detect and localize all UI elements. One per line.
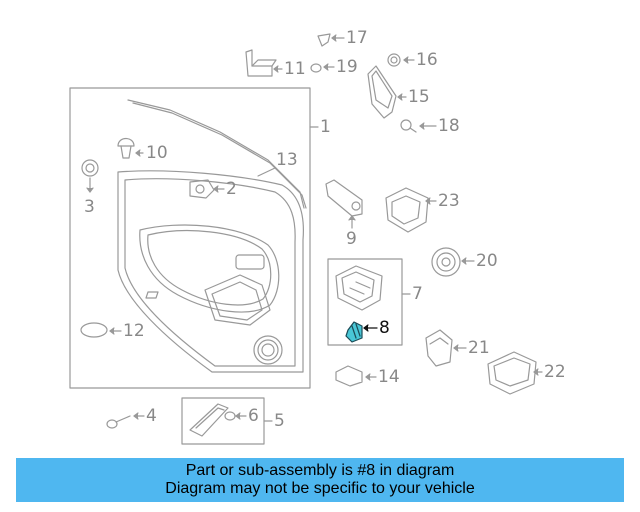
door-panel-frame: [69, 87, 319, 389]
part-label-19: 19: [336, 57, 358, 77]
banner-line-part: Part or sub-assembly is #8 in diagram: [185, 462, 455, 479]
part-label-17: 17: [346, 28, 368, 48]
bracket-part-2: [189, 179, 225, 199]
part-label-21: 21: [468, 338, 490, 358]
info-banner: Part or sub-assembly is #8 in diagram Di…: [16, 458, 624, 502]
part-label-15: 15: [408, 87, 430, 107]
part-label-3: 3: [84, 197, 95, 217]
banner-line-disclaimer: Diagram may not be specific to your vehi…: [165, 480, 475, 497]
diagram-drawing: [69, 33, 543, 445]
highlight-part-8: [345, 321, 378, 343]
part-label-1: 1: [320, 117, 331, 137]
switch-part-23: [385, 187, 437, 233]
part-label-5: 5: [274, 411, 285, 431]
part-label-2: 2: [226, 179, 237, 199]
plug-part-14: [335, 365, 377, 387]
screw-part-4: [106, 412, 145, 429]
part-label-14: 14: [378, 367, 400, 387]
cap-part-16: [387, 53, 415, 67]
screw-part-18: [400, 119, 437, 133]
part-label-9: 9: [346, 229, 357, 249]
cover-part-21: [425, 329, 467, 367]
clip-part-10: [117, 137, 144, 159]
part-label-12: 12: [123, 321, 145, 341]
part-label-8: 8: [379, 318, 390, 338]
door-trim-panel: [117, 170, 304, 373]
plug-part-12: [80, 322, 122, 338]
switch-assembly-box: [327, 258, 411, 346]
weatherstrip-part: [127, 99, 307, 209]
switch-part-22: [487, 351, 543, 395]
part-label-4: 4: [146, 406, 157, 426]
part-label-16: 16: [416, 50, 438, 70]
grommet-part-19: [310, 63, 335, 73]
parts-diagram: 1 2 3 4 5 6 7 8 9 10 11 12 13 14 15 16 1…: [69, 28, 566, 445]
part-label-11: 11: [284, 59, 306, 79]
part-label-23: 23: [438, 191, 460, 211]
part-label-22: 22: [544, 362, 566, 382]
part-label-10: 10: [146, 143, 168, 163]
part-label-7: 7: [412, 284, 423, 304]
part-label-18: 18: [438, 116, 460, 136]
part-label-6: 6: [248, 406, 259, 426]
handle-assembly-box: [181, 397, 273, 445]
knob-part-20: [431, 247, 475, 277]
clip-part-3: [81, 159, 99, 193]
handle-part-9: [325, 179, 363, 229]
bracket-part-11: [245, 49, 283, 77]
part-label-20: 20: [476, 251, 498, 271]
clip-part-17: [317, 33, 345, 47]
cover-part-15: [367, 65, 407, 119]
part-label-13: 13: [276, 150, 298, 170]
